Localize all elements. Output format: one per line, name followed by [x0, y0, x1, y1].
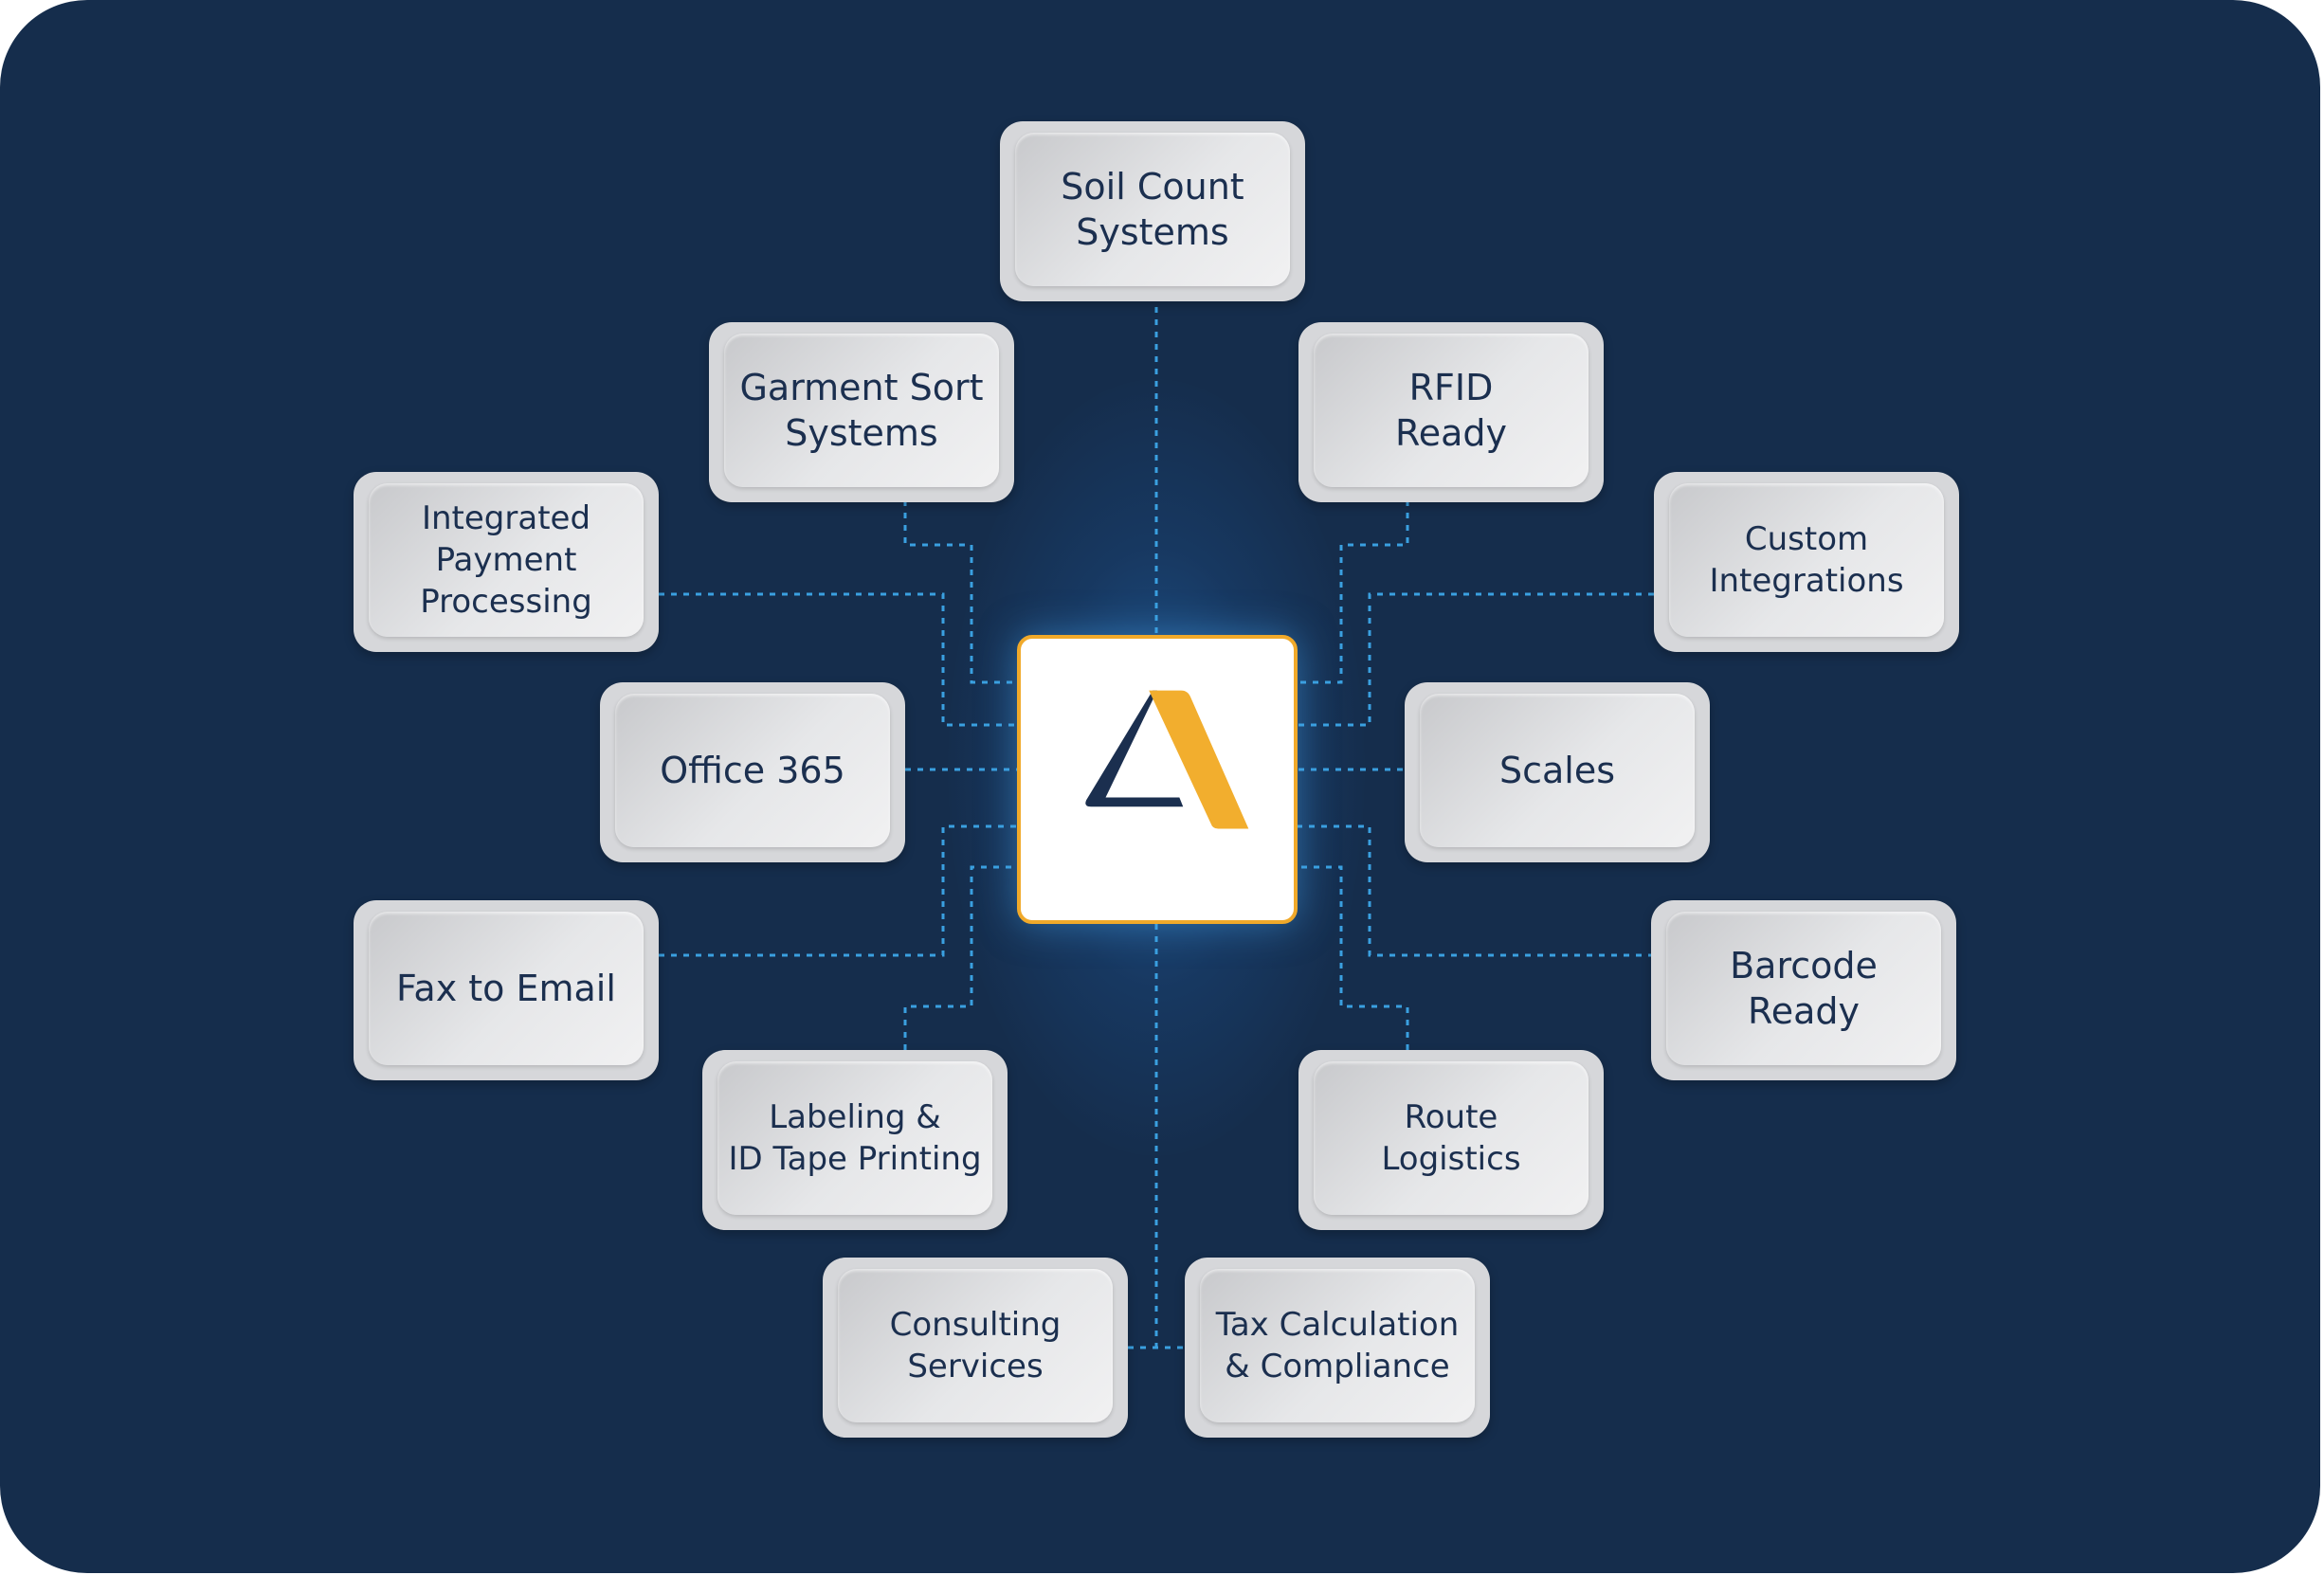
node-face: Route Logistics — [1314, 1061, 1589, 1215]
node-face: RFID Ready — [1314, 334, 1589, 487]
node-soil-count[interactable]: Soil Count Systems — [1000, 121, 1305, 301]
node-face: Consulting Services — [838, 1269, 1113, 1422]
node-label: Garment Sort Systems — [739, 367, 984, 454]
node-label: Route Logistics — [1381, 1098, 1521, 1178]
node-label: RFID Ready — [1395, 367, 1507, 454]
center-logo-box — [1017, 635, 1298, 924]
connector-integrated-payment — [659, 592, 1017, 727]
node-face: Garment Sort Systems — [724, 334, 999, 487]
logo-dark-stroke — [1085, 690, 1184, 807]
node-face: Custom Integrations — [1669, 483, 1944, 637]
node-labeling[interactable]: Labeling & ID Tape Printing — [702, 1050, 1008, 1230]
connector-consulting-tax — [1128, 924, 1185, 1349]
node-barcode[interactable]: Barcode Ready — [1651, 900, 1956, 1080]
node-integrated-payment[interactable]: Integrated Payment Processing — [354, 472, 659, 652]
node-face: Fax to Email — [369, 912, 644, 1065]
logo-accent-stroke — [1149, 690, 1249, 829]
node-label: Consulting Services — [889, 1306, 1062, 1385]
node-label: Barcode Ready — [1730, 945, 1878, 1032]
node-garment-sort[interactable]: Garment Sort Systems — [709, 322, 1014, 502]
node-face: Labeling & ID Tape Printing — [717, 1061, 992, 1215]
node-face: Soil Count Systems — [1015, 133, 1290, 286]
node-fax-to-email[interactable]: Fax to Email — [354, 900, 659, 1080]
node-face: Integrated Payment Processing — [369, 483, 644, 637]
node-office365[interactable]: Office 365 — [600, 682, 905, 862]
connector-custom-integrations — [1298, 592, 1654, 727]
node-tax[interactable]: Tax Calculation & Compliance — [1185, 1258, 1490, 1438]
node-rfid[interactable]: RFID Ready — [1298, 322, 1604, 502]
node-label: Scales — [1498, 750, 1616, 791]
connector-garment-sort — [903, 500, 1017, 684]
node-label: Soil Count Systems — [1061, 166, 1244, 253]
connector-rfid — [1298, 500, 1409, 684]
connector-fax-to-email — [659, 824, 1017, 957]
node-label: Integrated Payment Processing — [420, 499, 592, 621]
node-scales[interactable]: Scales — [1405, 682, 1710, 862]
node-label: Labeling & ID Tape Printing — [728, 1098, 982, 1178]
node-label: Custom Integrations — [1709, 520, 1904, 600]
node-face: Barcode Ready — [1666, 912, 1941, 1065]
node-face: Scales — [1420, 694, 1695, 847]
stylized-a-logo-icon — [1085, 690, 1249, 829]
connector-labeling — [903, 865, 1017, 1050]
node-face: Office 365 — [615, 694, 890, 847]
node-label: Office 365 — [660, 750, 845, 791]
node-route-logistics[interactable]: Route Logistics — [1298, 1050, 1604, 1230]
node-custom-integrations[interactable]: Custom Integrations — [1654, 472, 1959, 652]
connector-barcode — [1298, 824, 1654, 957]
node-consulting[interactable]: Consulting Services — [823, 1258, 1128, 1438]
connector-route-logistics — [1298, 865, 1409, 1050]
node-label: Fax to Email — [396, 968, 616, 1009]
node-face: Tax Calculation & Compliance — [1200, 1269, 1475, 1422]
node-label: Tax Calculation & Compliance — [1215, 1306, 1460, 1385]
